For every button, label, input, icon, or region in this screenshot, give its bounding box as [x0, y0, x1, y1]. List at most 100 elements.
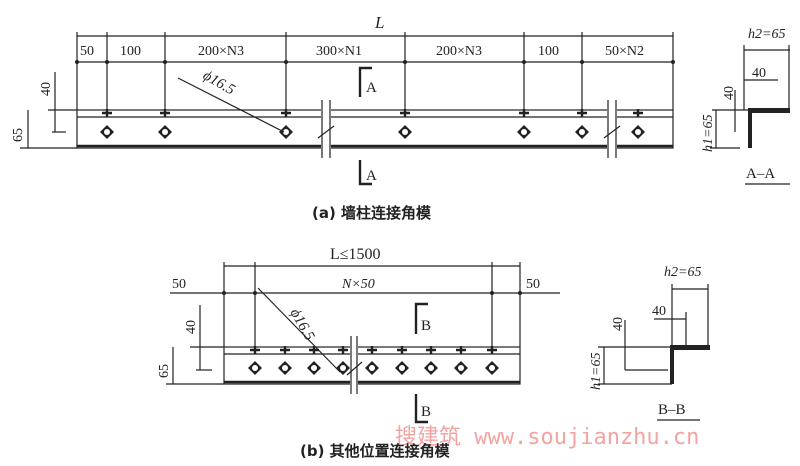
- segment-dim: 50: [80, 44, 94, 59]
- bolt-hole: [395, 361, 409, 375]
- section-width: 40: [652, 304, 666, 319]
- section-label: B: [421, 318, 431, 334]
- dim-tick: [403, 60, 407, 64]
- angle-profile: [670, 345, 710, 384]
- bolt-hole: [631, 125, 645, 139]
- bolt-hole: [365, 361, 379, 375]
- angle-plate: [76, 109, 674, 149]
- bolt-holes: [248, 346, 499, 375]
- section-height-top: 40: [611, 317, 626, 331]
- section-mark-bottom: [358, 160, 372, 186]
- angle-profile: [748, 108, 790, 148]
- overall-dim-label: L≤1500: [330, 246, 381, 263]
- top-hole: [367, 346, 377, 354]
- top-hole: [338, 346, 348, 354]
- bolt-hole: [336, 361, 350, 375]
- section-height-top: 40: [722, 86, 737, 100]
- segment-dim: 100: [538, 44, 559, 59]
- dim-tick: [163, 60, 167, 64]
- segment-dim: 50: [526, 277, 540, 292]
- caption-b: (b) 其他位置连接角模: [300, 442, 451, 460]
- hole-leader: [257, 287, 341, 373]
- dim-tick: [75, 60, 79, 64]
- bolt-hole: [100, 125, 114, 139]
- bolt-hole: [158, 125, 172, 139]
- segment-dim: 100: [120, 44, 141, 59]
- watermark: 搜建筑 www.soujianzhu.cn: [395, 425, 699, 450]
- bolt-hole: [517, 125, 531, 139]
- segment-dim: 50×N2: [605, 44, 644, 59]
- caption-a: (a) 墙柱连接角模: [312, 204, 432, 222]
- dim-65: 65: [157, 364, 172, 378]
- hole-leader: [177, 77, 285, 133]
- segment-dim: 300×N1: [316, 44, 362, 59]
- dim-tick: [522, 60, 526, 64]
- hole-label: ϕ16.5: [287, 306, 318, 344]
- segment-dim: 50: [172, 277, 186, 292]
- section-width: 40: [752, 66, 766, 81]
- section-title: B–B: [658, 402, 686, 418]
- overall-dim-label: L: [374, 13, 384, 32]
- dimension-ticks: [75, 32, 675, 110]
- bolt-hole: [454, 361, 468, 375]
- section-title: A–A: [746, 166, 775, 182]
- top-hole: [102, 109, 112, 117]
- bolt-hole: [278, 361, 292, 375]
- section-mark-bottom: [414, 394, 428, 424]
- dim-tick: [284, 60, 288, 64]
- section-h1: h1=65: [701, 115, 716, 152]
- bolt-holes: [100, 109, 645, 139]
- top-hole: [250, 346, 260, 354]
- section-b-b: h2=65 40 40 h1=65 B–B: [589, 265, 710, 421]
- section-label: B: [421, 404, 431, 420]
- dim-tick: [253, 291, 257, 295]
- bolt-hole: [424, 361, 438, 375]
- section-h1: h1=65: [589, 353, 604, 390]
- segment-dim: 200×N3: [198, 44, 244, 59]
- section-h2: h2=65: [664, 265, 701, 280]
- top-hole: [426, 346, 436, 354]
- dim-40: 40: [39, 82, 54, 96]
- section-mark-top: [414, 302, 428, 334]
- segment-dim: 200×N3: [436, 44, 482, 59]
- top-hole: [397, 346, 407, 354]
- dim-tick: [580, 60, 584, 64]
- top-hole: [160, 109, 170, 117]
- bolt-hole: [485, 361, 499, 375]
- section-mark-top: [358, 66, 372, 97]
- bolt-hole: [279, 125, 293, 139]
- dim-tick: [671, 60, 675, 64]
- break-symbol: [346, 336, 363, 394]
- bolt-hole: [575, 125, 589, 139]
- top-hole: [519, 109, 529, 117]
- break-symbol: [317, 100, 335, 158]
- top-hole: [487, 346, 497, 354]
- top-hole: [309, 346, 319, 354]
- section-h2: h2=65: [748, 27, 785, 42]
- dim-tick: [490, 291, 494, 295]
- top-hole: [456, 346, 466, 354]
- bolt-hole: [398, 125, 412, 139]
- dimension-ticks: [222, 262, 522, 347]
- dim-tick: [105, 60, 109, 64]
- dim-40: 40: [184, 320, 199, 334]
- top-hole: [577, 109, 587, 117]
- segment-dim: N×50: [341, 277, 375, 292]
- section-label: A: [366, 80, 377, 96]
- dim-tick: [222, 291, 226, 295]
- dim-tick: [518, 291, 522, 295]
- section-a-a: h2=65 40 40 h1=65 A–A: [701, 27, 790, 185]
- top-hole: [281, 109, 291, 117]
- figure-a: L 50 100 200×N3 300×N1 200×N3 100 50×N2 …: [11, 13, 790, 222]
- top-hole: [633, 109, 643, 117]
- figure-b: L≤1500 50 N×50 50 ϕ16.5 B B 40 65 h2=65: [157, 246, 710, 460]
- break-symbol: [603, 100, 621, 158]
- top-hole: [400, 109, 410, 117]
- top-hole: [280, 346, 290, 354]
- bolt-hole: [248, 361, 262, 375]
- bolt-hole: [307, 361, 321, 375]
- dim-65: 65: [11, 128, 26, 142]
- section-label: A: [366, 168, 377, 184]
